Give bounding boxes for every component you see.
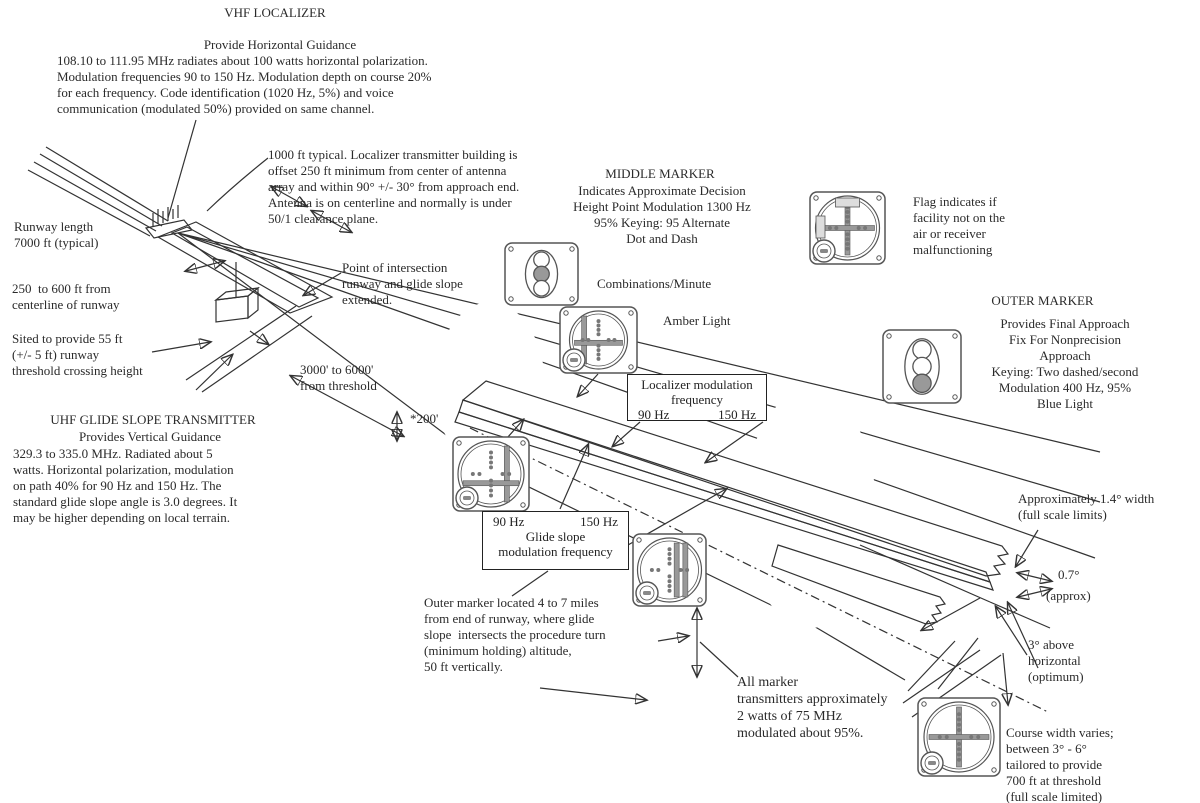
localizer-modulation-box: Localizer modulation frequency 90 Hz 150… [627,374,767,422]
outer-marker-location-note: Outer marker located 4 to 7 miles from e… [424,595,606,674]
amber-light-label: Amber Light [663,313,731,328]
glide-path-centerline [469,427,1049,713]
outer-marker-title: OUTER MARKER [991,293,1094,308]
gs-box-150hz: 150 Hz [580,514,618,529]
loc-box-150hz: 150 Hz [718,407,756,422]
glide-slope-subtitle: Provides Vertical Guidance [79,429,221,444]
flag-note: Flag indicates if facility not on the ai… [913,194,1006,257]
glide-slope-building [213,262,261,323]
course-width-note: Course width varies; between 3° - 6° tai… [1006,725,1114,803]
cdi-indicator-with-off-flags [809,191,886,265]
half-width-approx-label: (approx) [1046,588,1091,603]
gs-box-line2: Glide slope [525,529,586,544]
cdi-indicator-centered [917,697,1001,777]
threshold-distance-label: 3000' to 6000' from threshold [300,362,377,393]
runway-outline [156,221,334,314]
point-of-intersection-label: Point of intersection runway and glide s… [342,260,463,307]
outer-marker-body: Provides Final Approach Fix For Nonpreci… [991,316,1139,411]
cdi-indicator-localizer-deflected [559,306,638,374]
cdi-indicator-glideslope-1 [452,436,530,512]
threshold-height-label: Sited to provide 55 ft (+/- 5 ft) runway… [12,331,143,378]
gs-box-line3: modulation frequency [498,544,613,559]
glide-angle-label: 3° above horizontal (optimum) [1028,637,1084,684]
vhf-localizer-subtitle: Provide Horizontal Guidance [203,37,357,52]
glide-slope-title: UHF GLIDE SLOPE TRANSMITTER [50,412,256,427]
localizer-antenna-array [144,205,194,239]
full-scale-width-label: Approximately 1.4° width (full scale lim… [1018,491,1155,522]
loc-box-line1: Localizer modulation [641,377,753,392]
loc-box-90hz: 90 Hz [638,407,670,422]
half-width-label: 0.7° [1058,567,1080,582]
off-flag-top [835,197,860,208]
outer-marker-beacon-lights-blue [882,329,962,404]
localizer-building-note: 1000 ft typical. Localizer transmitter b… [268,147,520,226]
centerline-distance-label: 250 to 600 ft from centerline of runway [12,281,120,312]
middle-marker-title: MIDDLE MARKER [605,166,715,181]
beam-slab-broken-end [771,544,947,625]
runway-group [156,221,334,393]
loc-box-line2: frequency [671,392,723,407]
middle-marker-body: Indicates Approximate Decision Height Po… [573,183,751,246]
gs-box-90hz: 90 Hz [493,514,525,529]
combinations-label: Combinations/Minute [597,276,712,291]
vhf-localizer-title: VHF LOCALIZER [224,5,326,20]
middle-marker-beacon-lights-amber [504,242,579,306]
clearance-200ft-label: *200' [410,411,439,426]
runway-length-label: Runway length 7000 ft (typical) [14,219,99,250]
vhf-localizer-body: 108.10 to 111.95 MHz radiates about 100 … [57,53,432,116]
glide-slope-modulation-box: 90 Hz 150 Hz Glide slope modulation freq… [482,511,629,570]
glide-slope-body: 329.3 to 335.0 MHz. Radiated about 5 wat… [13,446,238,525]
off-flag-left [815,215,826,239]
runway-surface [170,226,320,308]
approach-lighting-lines [27,119,269,237]
all-markers-note: All marker transmitters approximately 2 … [737,675,888,741]
cdi-indicator-glideslope-2 [632,533,707,607]
